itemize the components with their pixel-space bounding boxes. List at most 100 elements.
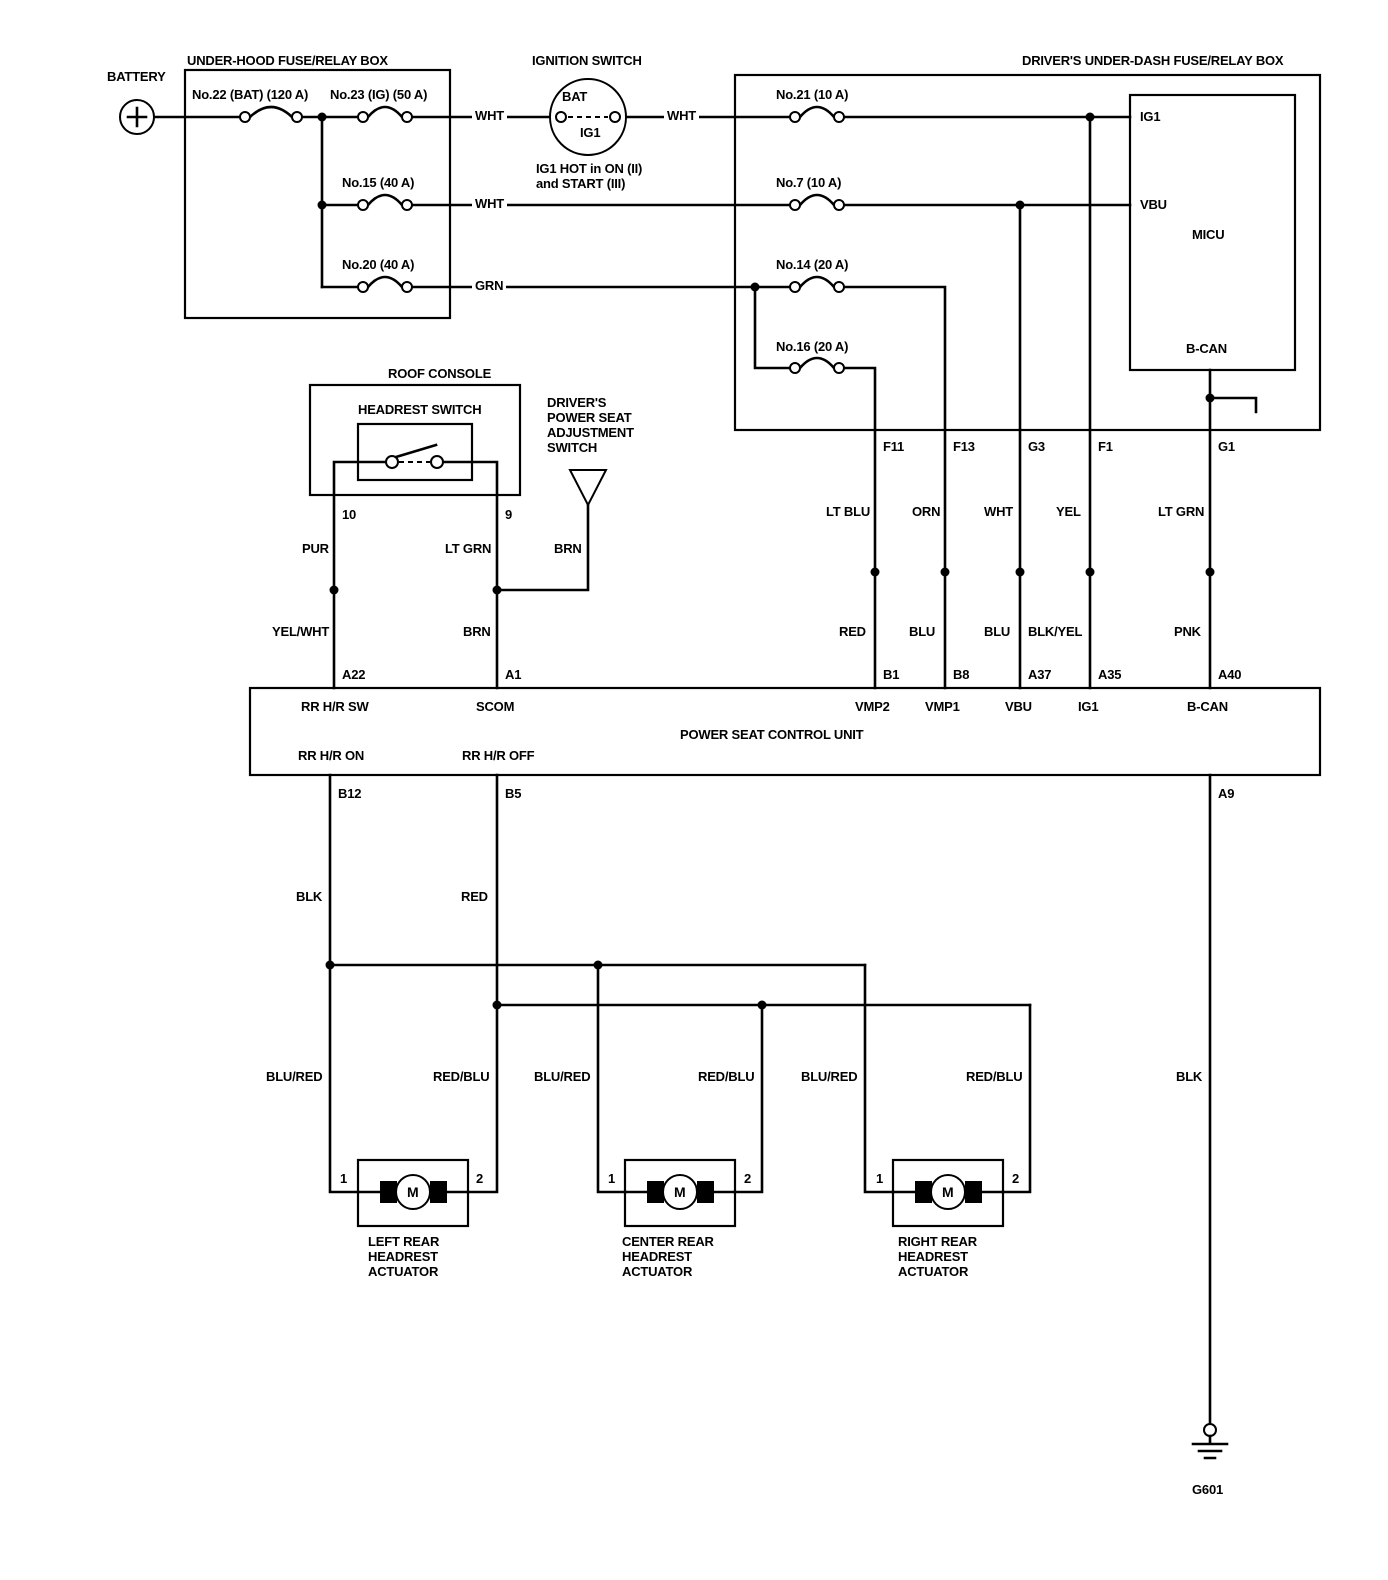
- left-actuator-motor-icon: [380, 1174, 447, 1210]
- underhood-box-title: UNDER-HOOD FUSE/RELAY BOX: [187, 53, 388, 68]
- ground-label: G601: [1192, 1482, 1224, 1497]
- fuse-16-icon: [789, 356, 845, 374]
- headrest-switch-outline: [356, 422, 474, 482]
- fuse-15-icon: [357, 193, 413, 211]
- seat-switch-label-line2: POWER SEAT: [547, 410, 632, 425]
- ignition-switch-icon: [549, 78, 627, 156]
- wire-color-wht-4: WHT: [984, 504, 1013, 519]
- center-motor-m-label: M: [674, 1184, 686, 1200]
- pscu-terminal-vmp1: VMP1: [925, 699, 960, 714]
- wire-color-redblu-left: RED/BLU: [433, 1069, 490, 1084]
- fuse-7-label: No.7 (10 A): [776, 175, 842, 190]
- connector-pin-b5: B5: [505, 786, 522, 801]
- connector-pin-a9: A9: [1218, 786, 1235, 801]
- connector-pin-b12: B12: [338, 786, 362, 801]
- wire-color-red-b5: RED: [461, 889, 488, 904]
- connector-pin-b8: B8: [953, 667, 970, 682]
- connector-pin-f11: F11: [883, 439, 905, 454]
- connector-pin-a35: A35: [1098, 667, 1122, 682]
- fuse-20-icon: [357, 275, 413, 293]
- seat-switch-label-line1: DRIVER'S: [547, 395, 607, 410]
- micu-name-label: MICU: [1192, 227, 1225, 242]
- center-actuator-name-line3: ACTUATOR: [622, 1264, 693, 1279]
- fuse-23-icon: [357, 105, 413, 123]
- pscu-terminal-rr-hr-off: RR H/R OFF: [462, 748, 535, 763]
- underdash-box-title: DRIVER'S UNDER-DASH FUSE/RELAY BOX: [1022, 53, 1284, 68]
- battery-label: BATTERY: [107, 69, 166, 84]
- micu-ig1-label: IG1: [1140, 109, 1161, 124]
- ignition-ig1-terminal-label: IG1: [580, 125, 601, 140]
- headrest-switch-icon: [385, 443, 444, 469]
- pscu-terminal-scom: SCOM: [476, 699, 515, 714]
- connector-pin-b1: B1: [883, 667, 900, 682]
- wire-color-redblu-center: RED/BLU: [698, 1069, 755, 1084]
- left-actuator-terminal-1: 1: [340, 1171, 348, 1186]
- center-actuator-terminal-1: 1: [608, 1171, 616, 1186]
- wire-color-blk-b12: BLK: [296, 889, 323, 904]
- wire-color-pnk: PNK: [1174, 624, 1201, 639]
- right-motor-m-label: M: [942, 1184, 954, 1200]
- pscu-title: POWER SEAT CONTROL UNIT: [680, 727, 864, 742]
- underhood-fusebox-outline: [183, 68, 452, 320]
- wire-color-blu-b8: BLU: [909, 624, 936, 639]
- roof-pin-10: 10: [342, 507, 357, 522]
- fuse-20-label: No.20 (40 A): [342, 257, 415, 272]
- ignition-note-line1: IG1 HOT in ON (II): [536, 161, 643, 176]
- connector-pin-f1: F1: [1098, 439, 1113, 454]
- pscu-terminal-vmp2: VMP2: [855, 699, 890, 714]
- micu-vbu-label: VBU: [1140, 197, 1167, 212]
- wire-color-blured-center: BLU/RED: [534, 1069, 591, 1084]
- wire-color-blured-right: BLU/RED: [801, 1069, 858, 1084]
- wire-color-blu-a37: BLU: [984, 624, 1011, 639]
- wire-color-ltblu: LT BLU: [826, 504, 871, 519]
- wire-color-blk-a9: BLK: [1176, 1069, 1203, 1084]
- pscu-terminal-bcan: B-CAN: [1187, 699, 1228, 714]
- wire-color-yel: YEL: [1056, 504, 1081, 519]
- fuse-14-icon: [789, 275, 845, 293]
- ignition-switch-title: IGNITION SWITCH: [532, 53, 642, 68]
- roof-console-title: ROOF CONSOLE: [388, 366, 492, 381]
- micu-outline: [1128, 93, 1297, 372]
- ground-icon: [1191, 1423, 1229, 1460]
- connector-pin-a37: A37: [1028, 667, 1052, 682]
- ignition-bat-terminal-label: BAT: [562, 89, 588, 104]
- connector-pin-a22: A22: [342, 667, 366, 682]
- fuse-23-label: No.23 (IG) (50 A): [330, 87, 428, 102]
- pscu-terminal-rr-hr-on: RR H/R ON: [298, 748, 365, 763]
- roof-console-outline: [308, 383, 522, 497]
- fuse-15-label: No.15 (40 A): [342, 175, 415, 190]
- connector-pin-f13: F13: [953, 439, 975, 454]
- fuse-7-icon: [789, 193, 845, 211]
- right-actuator-motor-icon: [915, 1174, 982, 1210]
- fuse-21-icon: [789, 105, 845, 123]
- wire-color-wht-2: WHT: [664, 109, 699, 123]
- right-actuator-name-line3: ACTUATOR: [898, 1264, 969, 1279]
- ignition-note-line2: and START (III): [536, 176, 626, 191]
- connector-pin-g1: G1: [1218, 439, 1235, 454]
- wire-color-redblu-right: RED/BLU: [966, 1069, 1023, 1084]
- fuse-21-label: No.21 (10 A): [776, 87, 849, 102]
- center-actuator-name-line1: CENTER REAR: [622, 1234, 714, 1249]
- wire-color-ltgrn: LT GRN: [1158, 504, 1205, 519]
- center-actuator-motor-icon: [647, 1174, 714, 1210]
- wire-color-grn: GRN: [472, 279, 507, 293]
- left-motor-m-label: M: [407, 1184, 419, 1200]
- seat-switch-label-line4: SWITCH: [547, 440, 598, 455]
- left-actuator-terminal-2: 2: [476, 1171, 484, 1186]
- wire-color-yelwht: YEL/WHT: [272, 624, 330, 639]
- roof-pin-9: 9: [505, 507, 513, 522]
- connector-pin-a40: A40: [1218, 667, 1242, 682]
- wire-color-blured-left: BLU/RED: [266, 1069, 323, 1084]
- battery-icon: [119, 99, 155, 135]
- micu-bcan-label: B-CAN: [1186, 341, 1227, 356]
- wire-color-wht-1: WHT: [472, 109, 507, 123]
- wire-color-red-b1: RED: [839, 624, 866, 639]
- pscu-outline: [248, 686, 1322, 777]
- right-actuator-terminal-1: 1: [876, 1171, 884, 1186]
- right-actuator-name-line1: RIGHT REAR: [898, 1234, 977, 1249]
- junction-dots: [317, 112, 1215, 1010]
- fuse-16-label: No.16 (20 A): [776, 339, 849, 354]
- pscu-terminal-rr-hr-sw: RR H/R SW: [301, 699, 369, 714]
